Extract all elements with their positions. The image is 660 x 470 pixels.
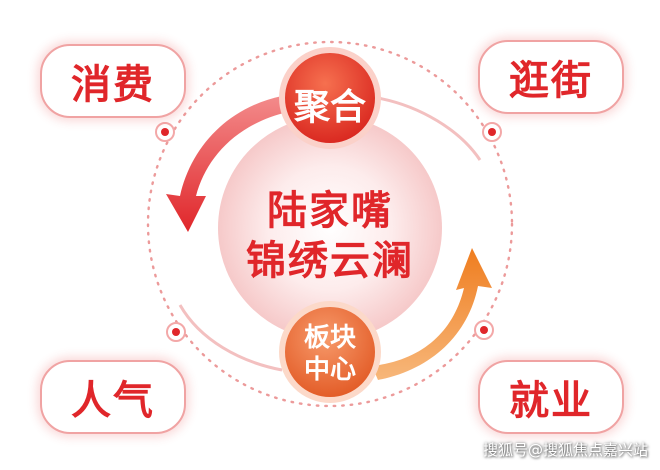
center-title-line1: 陆家嘴 — [267, 188, 393, 234]
bubble-top-right-label: 逛街 — [509, 58, 593, 104]
connector-dot-bottom-right — [474, 320, 494, 340]
connector-dot-top-right — [482, 122, 502, 142]
outer-dotted-ring — [146, 40, 514, 408]
center-title-line2: 锦绣云澜 — [246, 238, 414, 284]
bottom-node-label-line2: 中心 — [303, 355, 356, 385]
bottom-node-label: 板块 中心 — [288, 322, 372, 386]
bottom-node-label-line1: 板块 — [303, 323, 356, 353]
bottom-left-arc — [178, 304, 283, 372]
bubble-bottom-right: 就业 — [478, 360, 624, 434]
bottom-node-circle — [279, 301, 381, 403]
connector-dot-bottom-left — [166, 322, 186, 342]
top-node-label: 聚合 — [293, 87, 366, 128]
connector-dot-top-left — [155, 122, 175, 142]
bubble-top-left: 消费 — [40, 44, 186, 118]
left-cycle-arrow — [166, 96, 288, 232]
bubble-top-left-label: 消费 — [71, 62, 155, 108]
right-cycle-arrow — [372, 248, 492, 380]
top-node-circle — [279, 47, 381, 149]
bubble-bottom-left-label: 人气 — [71, 378, 155, 424]
top-right-arc — [377, 96, 482, 161]
center-disc — [218, 116, 442, 340]
watermark: 搜狐号@搜狐焦点嘉兴站 — [482, 441, 648, 459]
bubble-bottom-right-label: 就业 — [509, 378, 593, 424]
bubble-bottom-left: 人气 — [40, 360, 186, 434]
bubble-top-right: 逛街 — [478, 40, 624, 114]
